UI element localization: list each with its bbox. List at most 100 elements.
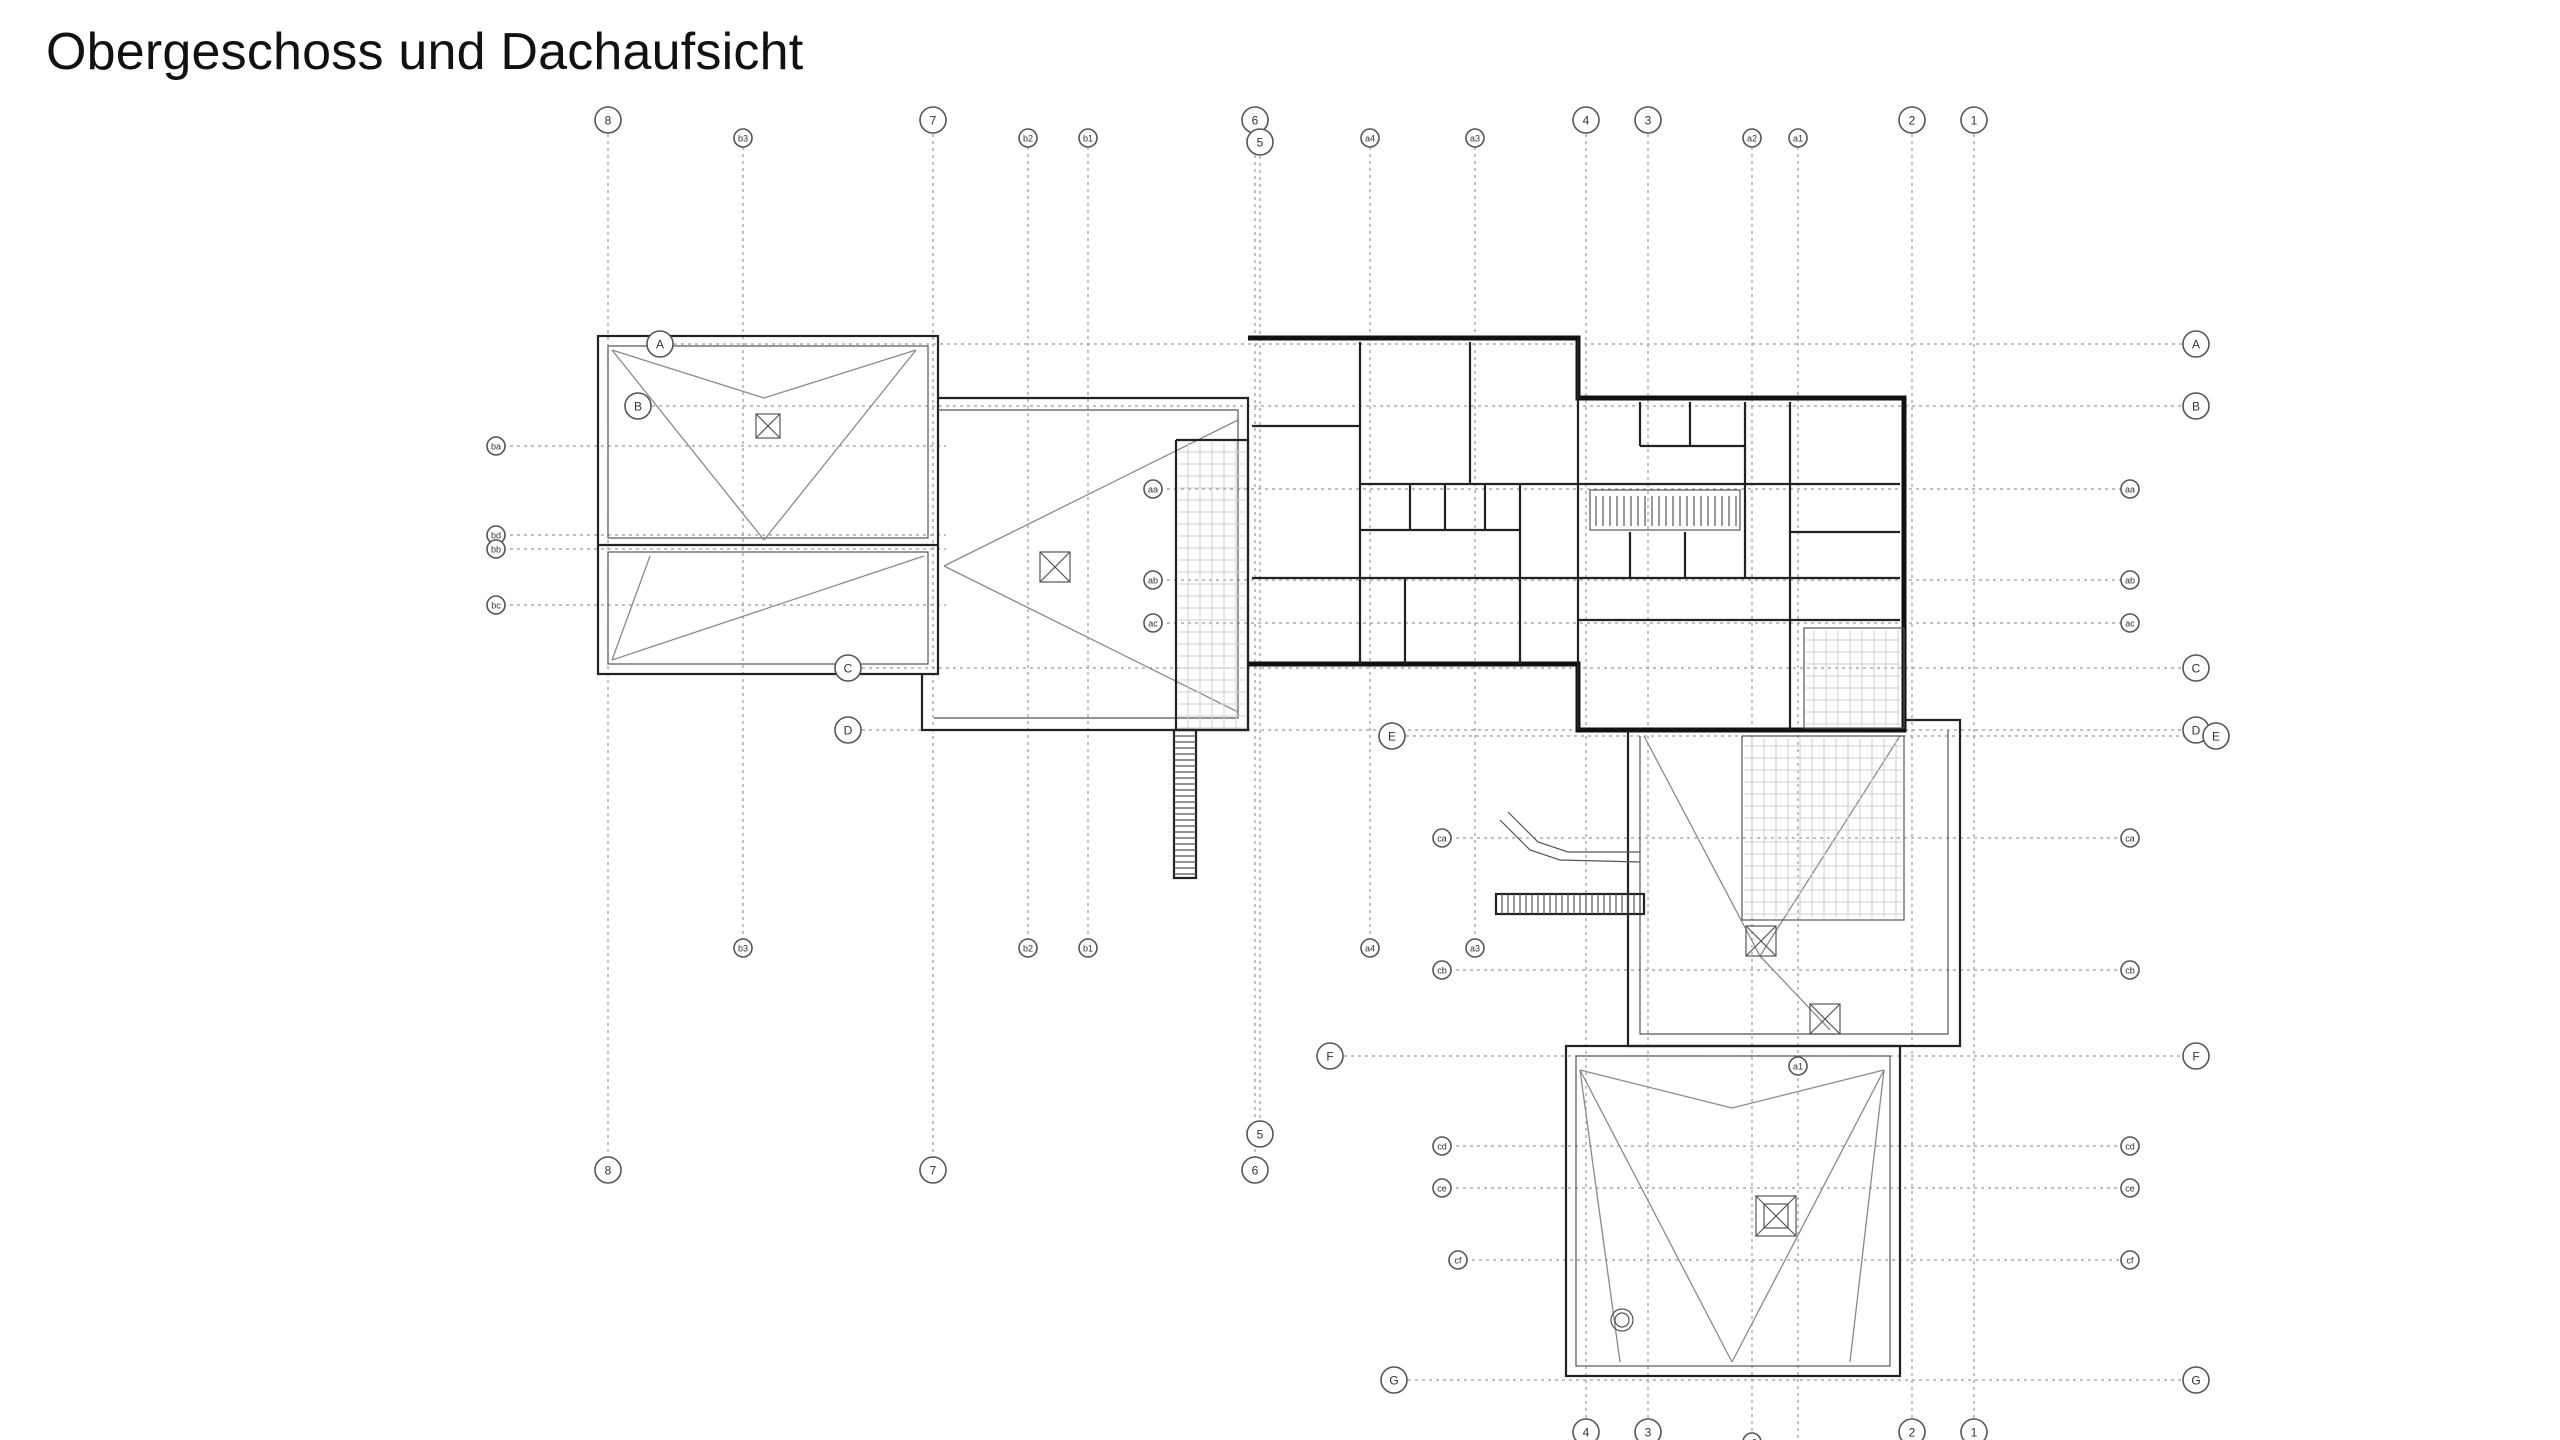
grid-bubble-hbc: bc xyxy=(486,595,506,615)
grid-bubble-v2: 2 xyxy=(1898,1418,1926,1440)
grid-bubble-label: B xyxy=(634,400,642,414)
tiled-terrace-east xyxy=(1741,627,1905,921)
page-title: Obergeschoss und Dachaufsicht xyxy=(46,23,804,81)
grid-bubble-circle xyxy=(594,106,622,134)
exterior-stair-west xyxy=(1172,728,1198,880)
grid-bubble-hE: E xyxy=(1378,722,1406,750)
grid-bubble-circle xyxy=(1465,128,1485,148)
grid-bubble-hce: ce xyxy=(1432,1178,1452,1198)
grid-bubble-vb1: b1 xyxy=(1078,938,1098,958)
grid-bubble-va1: a1 xyxy=(1788,128,1808,148)
grid-bubble-circle xyxy=(1788,128,1808,148)
grid-bubble-hbb: bb xyxy=(486,539,506,559)
grid-bubble-circle xyxy=(2182,1042,2210,1070)
grid-bubble-circle xyxy=(1465,938,1485,958)
grid-bubble-v1: 1 xyxy=(1960,1418,1988,1440)
grid-bubble-label: 5 xyxy=(1257,1128,1264,1142)
south-east-terrace xyxy=(1499,718,1962,1048)
grid-bubble-hB: B xyxy=(2182,392,2210,420)
grid-bubble-circle xyxy=(1448,1250,1468,1270)
grid-bubble-label: B xyxy=(2192,400,2200,414)
grid-bubble-circle xyxy=(733,128,753,148)
grid-bubble-label: b3 xyxy=(738,944,748,954)
grid-bubble-circle xyxy=(1360,938,1380,958)
grid-bubble-vb1: b1 xyxy=(1078,128,1098,148)
grid-bubble-label: a1 xyxy=(1793,1062,1803,1072)
grid-bubble-hB: B xyxy=(624,392,652,420)
grid-bubble-hce: ce xyxy=(2120,1178,2140,1198)
grid-bubble-v4: 4 xyxy=(1572,1418,1600,1440)
grid-bubble-vb3: b3 xyxy=(733,938,753,958)
grid-bubble-label: b3 xyxy=(738,134,748,144)
grid-bubble-hE: E xyxy=(2202,722,2230,750)
grid-bubble-hba: ba xyxy=(486,436,506,456)
grid-bubble-label: b1 xyxy=(1083,134,1093,144)
grid-bubble-v5: 5 xyxy=(1246,1120,1274,1148)
grid-bubble-circle xyxy=(1634,106,1662,134)
grid-bubble-label: 6 xyxy=(1252,114,1259,128)
grid-bubble-circle xyxy=(919,106,947,134)
grid-bubble-v3: 3 xyxy=(1634,1418,1662,1440)
grid-bubble-v1: 1 xyxy=(1960,106,1988,134)
grid-bubble-v2: 2 xyxy=(1898,106,1926,134)
grid-bubble-hcb: cb xyxy=(1432,960,1452,980)
exterior-stair-east xyxy=(1494,892,1646,916)
grid-bubble-label: 4 xyxy=(1583,1426,1590,1440)
grid-bubble-hG: G xyxy=(1380,1366,1408,1394)
grid-bubble-circle xyxy=(1634,1418,1662,1440)
grid-bubble-circle xyxy=(2120,828,2140,848)
grid-bubble-label: ac xyxy=(2125,619,2135,629)
grid-bubble-circle xyxy=(919,1156,947,1184)
grid-bubble-circle xyxy=(1078,128,1098,148)
west-roof-block xyxy=(596,334,940,676)
grid-bubble-label: D xyxy=(2192,724,2201,738)
grid-bubble-hF: F xyxy=(1316,1042,1344,1070)
grid-bubble-circle xyxy=(2182,1366,2210,1394)
grid-bubble-hac: ac xyxy=(2120,613,2140,633)
grid-bubble-label: D xyxy=(844,724,853,738)
grid-bubble-circle xyxy=(2182,654,2210,682)
grid-bubble-circle xyxy=(1246,128,1274,156)
grid-bubble-label: F xyxy=(2192,1050,2199,1064)
grid-bubble-v5: 5 xyxy=(1246,128,1274,156)
grid-bubble-label: 3 xyxy=(1645,1426,1652,1440)
grid-bubble-circle xyxy=(2120,613,2140,633)
grid-bubble-label: 2 xyxy=(1909,114,1916,128)
grid-bubble-haa: aa xyxy=(1143,479,1163,499)
grid-bubble-va2: a2 xyxy=(1742,1432,1762,1440)
grid-bubble-label: 4 xyxy=(1583,114,1590,128)
grid-bubble-circle xyxy=(1788,1056,1808,1076)
grid-bubble-label: ab xyxy=(2125,576,2135,586)
grid-bubble-hC: C xyxy=(2182,654,2210,682)
grid-bubble-hA: A xyxy=(2182,330,2210,358)
grid-bubble-circle xyxy=(1432,1136,1452,1156)
grid-bubbles: 88b3b377b2b2b1b16655a4a4a3a34433a2a2a1a1… xyxy=(486,106,2230,1440)
grid-bubble-circle xyxy=(1143,613,1163,633)
interior-stair xyxy=(1589,489,1741,531)
grid-bubble-circle xyxy=(1898,1418,1926,1440)
grid-bubble-circle xyxy=(1143,570,1163,590)
grid-bubble-label: C xyxy=(2192,662,2201,676)
grid-bubble-label: 1 xyxy=(1971,114,1978,128)
grid-bubble-va3: a3 xyxy=(1465,938,1485,958)
grid-bubble-label: ce xyxy=(2125,1184,2135,1194)
grid-bubble-circle xyxy=(1380,1366,1408,1394)
grid-bubble-hcd: cd xyxy=(1432,1136,1452,1156)
grid-bubble-va3: a3 xyxy=(1465,128,1485,148)
main-building xyxy=(1248,335,1907,733)
grid-bubble-label: 7 xyxy=(930,114,937,128)
grid-bubble-hcd: cd xyxy=(2120,1136,2140,1156)
grid-bubble-circle xyxy=(834,716,862,744)
grid-bubble-label: aa xyxy=(1148,485,1158,495)
grid-bubble-va4: a4 xyxy=(1360,938,1380,958)
grid-bubble-circle xyxy=(1432,828,1452,848)
grid-bubble-hbd: bd xyxy=(486,525,506,545)
grid-bubble-v7: 7 xyxy=(919,106,947,134)
grid-bubble-circle xyxy=(1572,106,1600,134)
grid-bubble-label: 8 xyxy=(605,114,612,128)
grid-bubble-label: cb xyxy=(2125,966,2135,976)
grid-bubble-v7: 7 xyxy=(919,1156,947,1184)
grid-bubble-circle xyxy=(1143,479,1163,499)
grid-bubble-label: a2 xyxy=(1747,134,1757,144)
